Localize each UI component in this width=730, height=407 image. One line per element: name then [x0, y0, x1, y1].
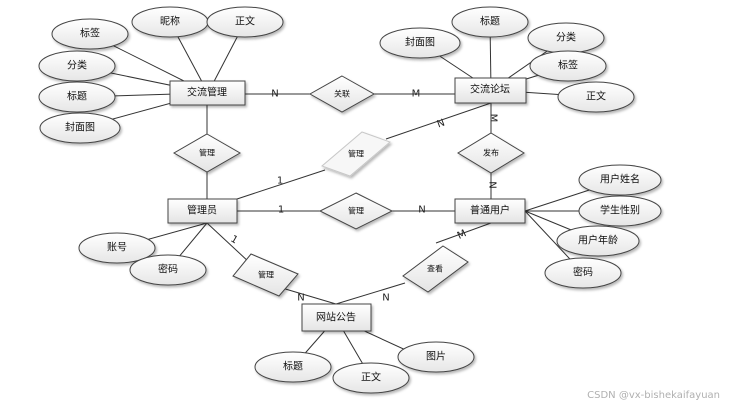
entity-jllt: 交流论坛	[454, 77, 527, 104]
attr-label: 学生性别	[600, 204, 640, 217]
attr-jllt-cover: 封面图	[379, 27, 461, 59]
attr-admin-account: 账号	[78, 232, 156, 264]
attr-notice-title: 标题	[254, 351, 332, 383]
attr-user-password: 密码	[544, 257, 622, 289]
relation-label: 管理	[258, 270, 274, 280]
relation-label: 发布	[483, 148, 499, 158]
entity-label: 交流论坛	[470, 83, 510, 96]
attr-label: 标题	[67, 91, 87, 103]
entity-gly: 管理员	[167, 198, 238, 224]
attr-label: 正文	[361, 371, 381, 384]
attr-label: 用户年龄	[578, 234, 618, 247]
attr-label: 用户姓名	[600, 173, 640, 186]
attr-label: 标签	[558, 59, 578, 72]
entity-label: 网站公告	[316, 311, 356, 324]
relation-guanli-mid: 管理	[318, 192, 394, 230]
cardinality-label: N	[418, 205, 425, 216]
attr-label: 标签	[80, 27, 100, 40]
attr-user-gender: 学生性别	[578, 195, 662, 227]
attr-label: 密码	[573, 266, 593, 279]
attr-jlgl-tag: 标签	[51, 18, 129, 50]
attr-notice-image: 图片	[397, 341, 475, 373]
cardinality-label: N	[297, 293, 304, 304]
attr-label: 密码	[158, 263, 178, 276]
cardinality-label: M	[456, 228, 468, 242]
attr-label: 封面图	[405, 36, 435, 49]
attr-label: 正文	[586, 90, 606, 103]
cardinality-label: N	[271, 89, 278, 100]
cardinality-label: N	[382, 293, 389, 304]
attr-jlgl-cover: 封面图	[39, 112, 121, 144]
attr-jlgl-category: 分类	[38, 50, 116, 82]
attr-user-age: 用户年龄	[556, 225, 640, 257]
entity-ptyh: 普通用户	[454, 198, 526, 224]
cardinality-label: 1	[228, 234, 239, 247]
relation-label: 查看	[427, 264, 443, 274]
relation-label: 管理	[348, 149, 364, 159]
attr-jllt-body: 正文	[557, 81, 635, 113]
cardinality-label: N	[487, 181, 498, 188]
relation-guanli-top: 管理	[172, 133, 242, 173]
attr-label: 分类	[556, 31, 576, 44]
cardinality-label: M	[412, 89, 421, 100]
attr-label: 分类	[67, 59, 87, 72]
entity-jlgl: 交流管理	[169, 80, 246, 106]
relation-label: 关联	[334, 89, 350, 99]
attr-jlgl-body: 正文	[206, 6, 284, 38]
attr-label: 正文	[235, 15, 255, 28]
attr-jlgl-nickname: 昵称	[131, 6, 209, 38]
relation-fabu: 发布	[457, 132, 525, 174]
relation-label: 管理	[199, 148, 215, 158]
attr-notice-body: 正文	[332, 362, 410, 394]
attr-label: 标题	[283, 361, 303, 373]
relation-guanli-bottom: 管理	[232, 253, 299, 297]
relation-guanlian: 关联	[308, 75, 376, 113]
attr-jllt-tag: 标签	[529, 50, 607, 82]
watermark: CSDN @vx-bishekaifayuan	[587, 390, 720, 401]
attr-label: 昵称	[160, 15, 180, 28]
attr-jllt-category: 分类	[527, 22, 605, 54]
attr-jlgl-title: 标题	[38, 81, 116, 113]
relation-guanli-diag: 管理	[321, 131, 391, 177]
relation-label: 管理	[348, 206, 364, 216]
attr-admin-password: 密码	[129, 254, 207, 286]
entity-label: 普通用户	[470, 204, 510, 217]
cardinality-label: M	[488, 114, 499, 123]
entity-label: 交流管理	[187, 86, 227, 99]
attr-label: 图片	[426, 350, 446, 363]
entity-label: 管理员	[187, 204, 217, 217]
attr-user-name: 用户姓名	[578, 164, 662, 196]
attr-label: 账号	[107, 242, 127, 254]
cardinality-label: N	[436, 118, 447, 131]
entity-wzgg: 网站公告	[301, 303, 372, 332]
cardinality-label: 1	[277, 176, 283, 187]
cardinality-label: 1	[278, 205, 284, 216]
relation-chakan: 查看	[402, 245, 469, 293]
attr-jllt-title: 标题	[451, 6, 529, 38]
attr-label: 标题	[480, 16, 500, 28]
attr-label: 封面图	[65, 121, 95, 134]
